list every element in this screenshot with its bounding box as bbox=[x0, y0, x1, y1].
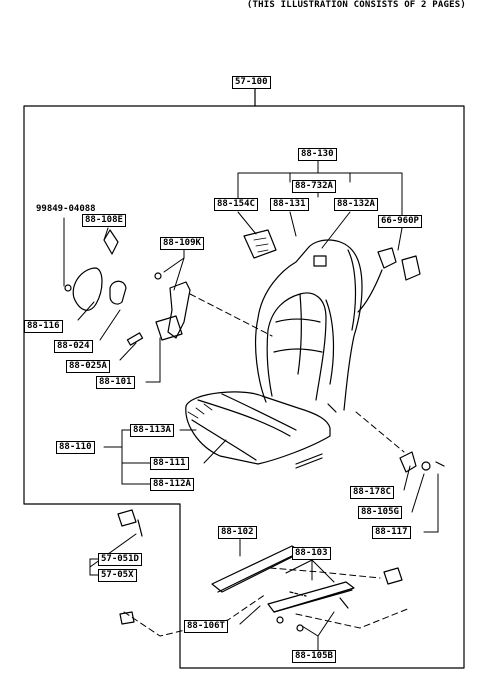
label-99849-04088: 99849-04088 bbox=[36, 204, 96, 214]
seat-cushion-illustration bbox=[185, 391, 331, 469]
label-57-100: 57-100 bbox=[232, 76, 271, 89]
page-note: (THIS ILLUSTRATION CONSISTS OF 2 PAGES) bbox=[246, 0, 466, 10]
label-88-105b: 88-105B bbox=[292, 650, 336, 663]
label-88-102: 88-102 bbox=[218, 526, 257, 539]
label-88-109k: 88-109K bbox=[160, 237, 204, 250]
seat-rail-assembly bbox=[117, 509, 403, 632]
label-88-024: 88-024 bbox=[54, 340, 93, 353]
label-88-154c: 88-154C bbox=[214, 198, 258, 211]
label-88-112a: 88-112A bbox=[150, 478, 194, 491]
headrest-parts bbox=[243, 229, 421, 313]
seat-back-illustration bbox=[254, 239, 363, 413]
label-88-732a: 88-732A bbox=[292, 180, 336, 193]
label-88-178c: 88-178C bbox=[350, 486, 394, 499]
assembly-frame bbox=[23, 88, 465, 669]
recliner-hardware bbox=[399, 451, 445, 473]
label-88-110: 88-110 bbox=[56, 441, 95, 454]
side-cover-parts bbox=[64, 229, 191, 346]
label-88-105g: 88-105G bbox=[358, 506, 402, 519]
label-88-130: 88-130 bbox=[298, 148, 337, 161]
leader-lines bbox=[63, 160, 439, 651]
label-88-117: 88-117 bbox=[372, 526, 411, 539]
label-57-05x: 57-05X bbox=[98, 569, 137, 582]
label-88-132a: 88-132A bbox=[334, 198, 378, 211]
label-88-111: 88-111 bbox=[150, 457, 189, 470]
label-88-116: 88-116 bbox=[24, 320, 63, 333]
label-66-960p: 66-960P bbox=[378, 215, 422, 228]
dashed-guide-lines bbox=[123, 293, 411, 637]
label-57-051d: 57-051D bbox=[98, 553, 142, 566]
label-88-108e: 88-108E bbox=[82, 214, 126, 227]
label-88-103: 88-103 bbox=[292, 547, 331, 560]
label-88-106t: 88-106T bbox=[184, 620, 228, 633]
label-88-101: 88-101 bbox=[96, 376, 135, 389]
label-88-025a: 88-025A bbox=[66, 360, 110, 373]
label-88-131: 88-131 bbox=[270, 198, 309, 211]
label-88-113a: 88-113A bbox=[130, 424, 174, 437]
